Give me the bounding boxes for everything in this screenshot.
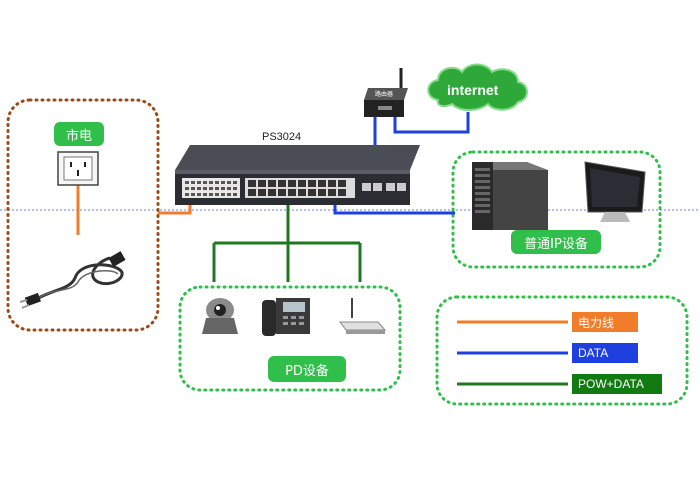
mains-label: 市电 [54, 122, 104, 146]
internet-label: internet [447, 82, 499, 98]
internet-data-line [393, 112, 470, 134]
wireless-ap-icon [339, 298, 387, 334]
ip-phone-icon [262, 298, 310, 336]
power-socket-icon [57, 151, 99, 186]
ip-devices-label: 普通IP设备 [511, 230, 601, 254]
server-tower-icon [472, 162, 548, 230]
legend-badge-data: DATA [572, 343, 638, 363]
monitor-icon [584, 161, 646, 222]
legend-group-border [435, 295, 689, 406]
poe-switch-icon [175, 145, 420, 205]
ip-data-line [333, 205, 455, 215]
mains-group-border [6, 98, 160, 332]
ip-devices-group-border [451, 150, 662, 269]
router-icon [364, 68, 408, 117]
power-cord-icon [19, 251, 126, 309]
ip-camera-icon [202, 298, 238, 334]
pd-devices-label: PD设备 [268, 356, 346, 382]
router-badge: 路由器 [375, 92, 394, 98]
legend-badge-power: 电力线 [572, 312, 638, 332]
switch-model-label: PS3024 [262, 131, 302, 143]
pd-devices-group-border [178, 285, 402, 392]
internet-cloud-icon [427, 63, 528, 111]
legend-badge-pow-data: POW+DATA [572, 374, 662, 394]
